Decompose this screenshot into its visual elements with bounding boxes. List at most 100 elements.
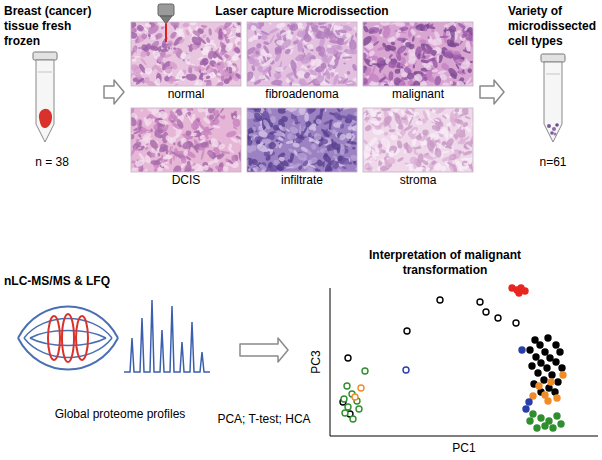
tissue-speck: [397, 156, 405, 162]
tissue-speck: [185, 130, 192, 136]
tissue-speck: [174, 83, 179, 86]
tissue-speck: [466, 144, 473, 150]
data-point: [519, 347, 525, 353]
tissue-speck: [395, 29, 402, 39]
tissue-speck: [247, 145, 254, 154]
tissue-speck: [276, 139, 284, 145]
tissue-speck: [262, 45, 270, 55]
tissue-speck: [202, 34, 207, 39]
tissue-speck: [449, 72, 458, 80]
tissue-speck: [403, 66, 413, 75]
sample-tube: [541, 54, 565, 142]
data-point: [358, 385, 364, 391]
tissue-speck: [345, 132, 352, 139]
tissue-speck: [212, 71, 217, 77]
tissue-speck: [465, 157, 470, 160]
tissue-speck: [450, 29, 456, 37]
tissue-speck: [455, 112, 459, 117]
tissue-speck: [346, 43, 350, 47]
tissue-speck: [409, 156, 418, 165]
tissue-speck: [328, 119, 332, 130]
tissue-speck: [218, 143, 226, 151]
tissue-speck: [281, 116, 289, 123]
tissue-speck: [416, 35, 421, 38]
cell-dot: [555, 123, 559, 127]
node-label: infiltrate: [249, 173, 355, 188]
tissue-speck: [333, 50, 338, 56]
tissue-speck: [175, 108, 183, 117]
tissue-speck: [250, 158, 259, 166]
stage-heading: Breast (cancer) tissue fresh frozen: [4, 4, 100, 49]
tissue-speck: [306, 44, 313, 51]
flow-arrow: [480, 80, 504, 104]
tissue-speck: [223, 166, 229, 172]
tissue-speck: [323, 119, 334, 126]
tissue-speck: [370, 58, 372, 60]
tissue-speck: [338, 133, 347, 142]
tissue-speck: [315, 33, 322, 40]
tissue-speck: [197, 108, 205, 113]
tissue-speck: [319, 148, 325, 154]
tissue-speck: [448, 153, 457, 162]
tissue-speck: [415, 134, 423, 142]
tissue-speck: [131, 134, 134, 140]
stage-panel: Variety of microdissected cell typesn=61: [506, 2, 600, 172]
tissue-speck: [147, 33, 151, 38]
tissue-speck: [376, 111, 381, 114]
tube-cap: [541, 54, 565, 62]
tissue-speck: [346, 140, 357, 145]
tissue-tile: stroma: [363, 108, 473, 190]
tissue-speck: [182, 23, 189, 28]
tissue-speck: [413, 166, 423, 172]
tissue-speck: [327, 44, 332, 48]
tissue-speck: [467, 26, 473, 38]
tissue-speck: [204, 80, 211, 82]
tissue-speck: [223, 22, 233, 29]
tissue-speck: [276, 33, 282, 41]
data-point: [362, 368, 368, 374]
tissue-speck: [223, 78, 230, 85]
tissue-speck: [224, 41, 235, 53]
tissue-speck: [255, 142, 268, 153]
tissue-speck: [315, 118, 322, 125]
tissue-speck: [161, 154, 164, 163]
tissue-speck: [186, 160, 193, 165]
tissue-speck: [299, 81, 305, 86]
tissue-speck: [366, 165, 374, 172]
tissue-speck: [238, 55, 241, 58]
tissue-speck: [447, 42, 457, 48]
tissue-image: [247, 108, 357, 172]
tissue-speck: [353, 161, 356, 164]
tissue-speck: [221, 75, 224, 81]
tissue-image: [131, 108, 241, 172]
tissue-speck: [290, 162, 303, 170]
tissue-speck: [381, 114, 393, 127]
cell-dot: [547, 124, 551, 128]
tissue-speck: [173, 155, 175, 161]
tissue-speck: [160, 36, 168, 48]
tissue-speck: [202, 164, 209, 171]
tissue-speck: [169, 137, 177, 144]
tissue-speck: [296, 151, 308, 161]
tissue-speck: [194, 26, 199, 32]
tissue-speck: [249, 133, 256, 137]
tissue-speck: [400, 66, 404, 69]
tissue-speck: [143, 168, 148, 172]
tissue-speck: [157, 56, 163, 62]
tissue-speck: [325, 108, 327, 112]
tissue-speck: [431, 29, 435, 33]
tissue-speck: [322, 153, 333, 164]
tissue-speck: [320, 54, 330, 64]
tissue-speck: [263, 57, 274, 67]
tissue-speck: [392, 108, 400, 114]
tissue-speck: [443, 28, 452, 31]
tissue-speck: [252, 167, 258, 172]
tissue-speck: [455, 59, 464, 63]
tissue-speck: [185, 73, 197, 82]
tissue-speck: [404, 124, 414, 131]
tissue-speck: [258, 163, 267, 171]
tissue-speck: [464, 116, 471, 120]
node-label: fibroadenoma: [249, 87, 355, 102]
tissue-speck: [343, 62, 346, 65]
ion-loop: [48, 316, 60, 360]
